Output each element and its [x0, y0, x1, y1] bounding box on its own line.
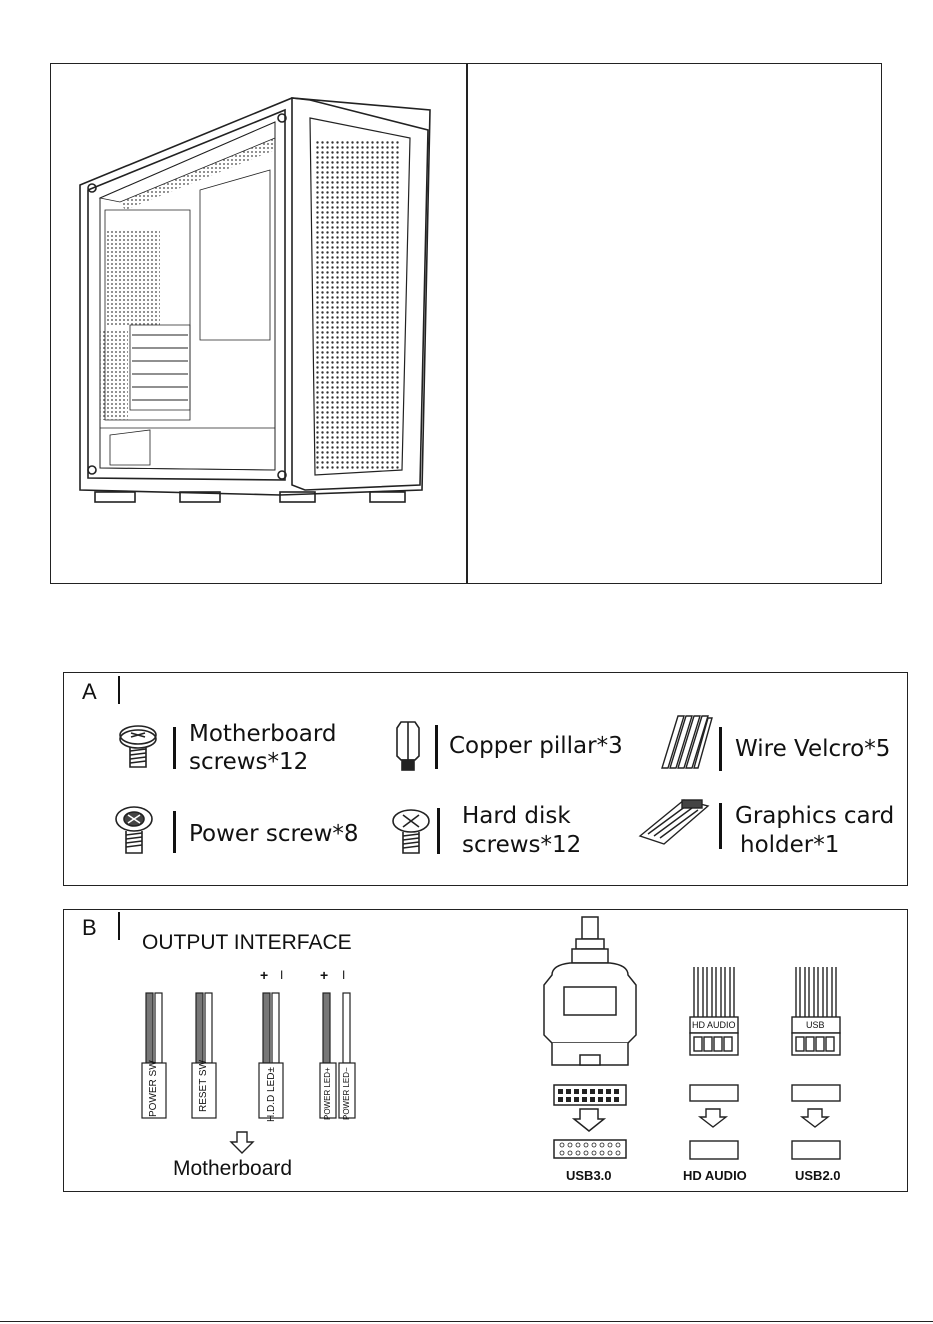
motherboard-label: Motherboard: [173, 1155, 292, 1182]
item-divider: [437, 808, 440, 854]
wire-label-power-led-plus: POWER LED+: [323, 1067, 332, 1120]
usb2-label: USB2.0: [795, 1168, 841, 1183]
wire-label-reset-sw: RESET SW: [198, 1060, 209, 1112]
wire-velcro-icon: [660, 712, 712, 772]
hd-audio-plug-label: HD AUDIO: [692, 1020, 736, 1030]
power-led-plus: +: [320, 967, 328, 983]
down-arrow-icon: [229, 1131, 255, 1155]
item-divider: [719, 727, 722, 771]
item-divider: [173, 811, 176, 853]
graphics-card-holder-icon: [638, 798, 710, 848]
hd-audio-connector-illustration: [686, 965, 742, 1165]
motherboard-screw-icon: [116, 723, 160, 771]
usb2-connector-illustration: [788, 965, 844, 1165]
motherboard-screws-label-1: Motherboard: [189, 721, 337, 748]
wire-label-power-led-minus: POWER LED−: [342, 1067, 351, 1120]
item-divider: [719, 803, 722, 849]
usb3-label: USB3.0: [566, 1168, 612, 1183]
power-screw-label: Power screw*8: [189, 821, 359, 848]
hdd-led-plus: +: [260, 967, 268, 983]
wire-label-power-sw: POWER SW: [148, 1060, 159, 1117]
hdd-led-minus: I: [280, 968, 283, 982]
blank-panel: [466, 63, 882, 584]
hard-disk-screws-label-2: screws*12: [462, 832, 581, 859]
section-a-divider: [118, 676, 120, 704]
motherboard-screws-label-2: screws*12: [189, 749, 308, 776]
power-led-minus: I: [342, 968, 345, 982]
section-b-letter: B: [82, 915, 97, 941]
item-divider: [435, 725, 438, 769]
wire-label-hdd-led: H.D.D LED±: [266, 1067, 277, 1122]
section-b-divider: [118, 912, 120, 940]
hd-audio-label: HD AUDIO: [683, 1168, 747, 1183]
wire-velcro-label: Wire Velcro*5: [735, 736, 890, 763]
output-interface-title: OUTPUT INTERFACE: [142, 929, 352, 956]
page-bottom-line: [0, 1321, 933, 1322]
graphics-card-holder-label-1: Graphics card: [735, 803, 894, 830]
pc-case-illustration: [70, 90, 440, 510]
usb2-plug-label: USB: [806, 1020, 825, 1030]
usb3-connector-illustration: [540, 915, 640, 1160]
copper-pillar-icon: [393, 720, 423, 772]
copper-pillar-label: Copper pillar*3: [449, 733, 623, 760]
hard-disk-screws-label-1: Hard disk: [462, 803, 571, 830]
power-screw-icon: [112, 805, 156, 857]
hard-disk-screw-icon: [389, 805, 433, 857]
item-divider: [173, 727, 176, 769]
graphics-card-holder-label-2: holder*1: [740, 832, 839, 859]
section-a-letter: A: [82, 679, 97, 705]
